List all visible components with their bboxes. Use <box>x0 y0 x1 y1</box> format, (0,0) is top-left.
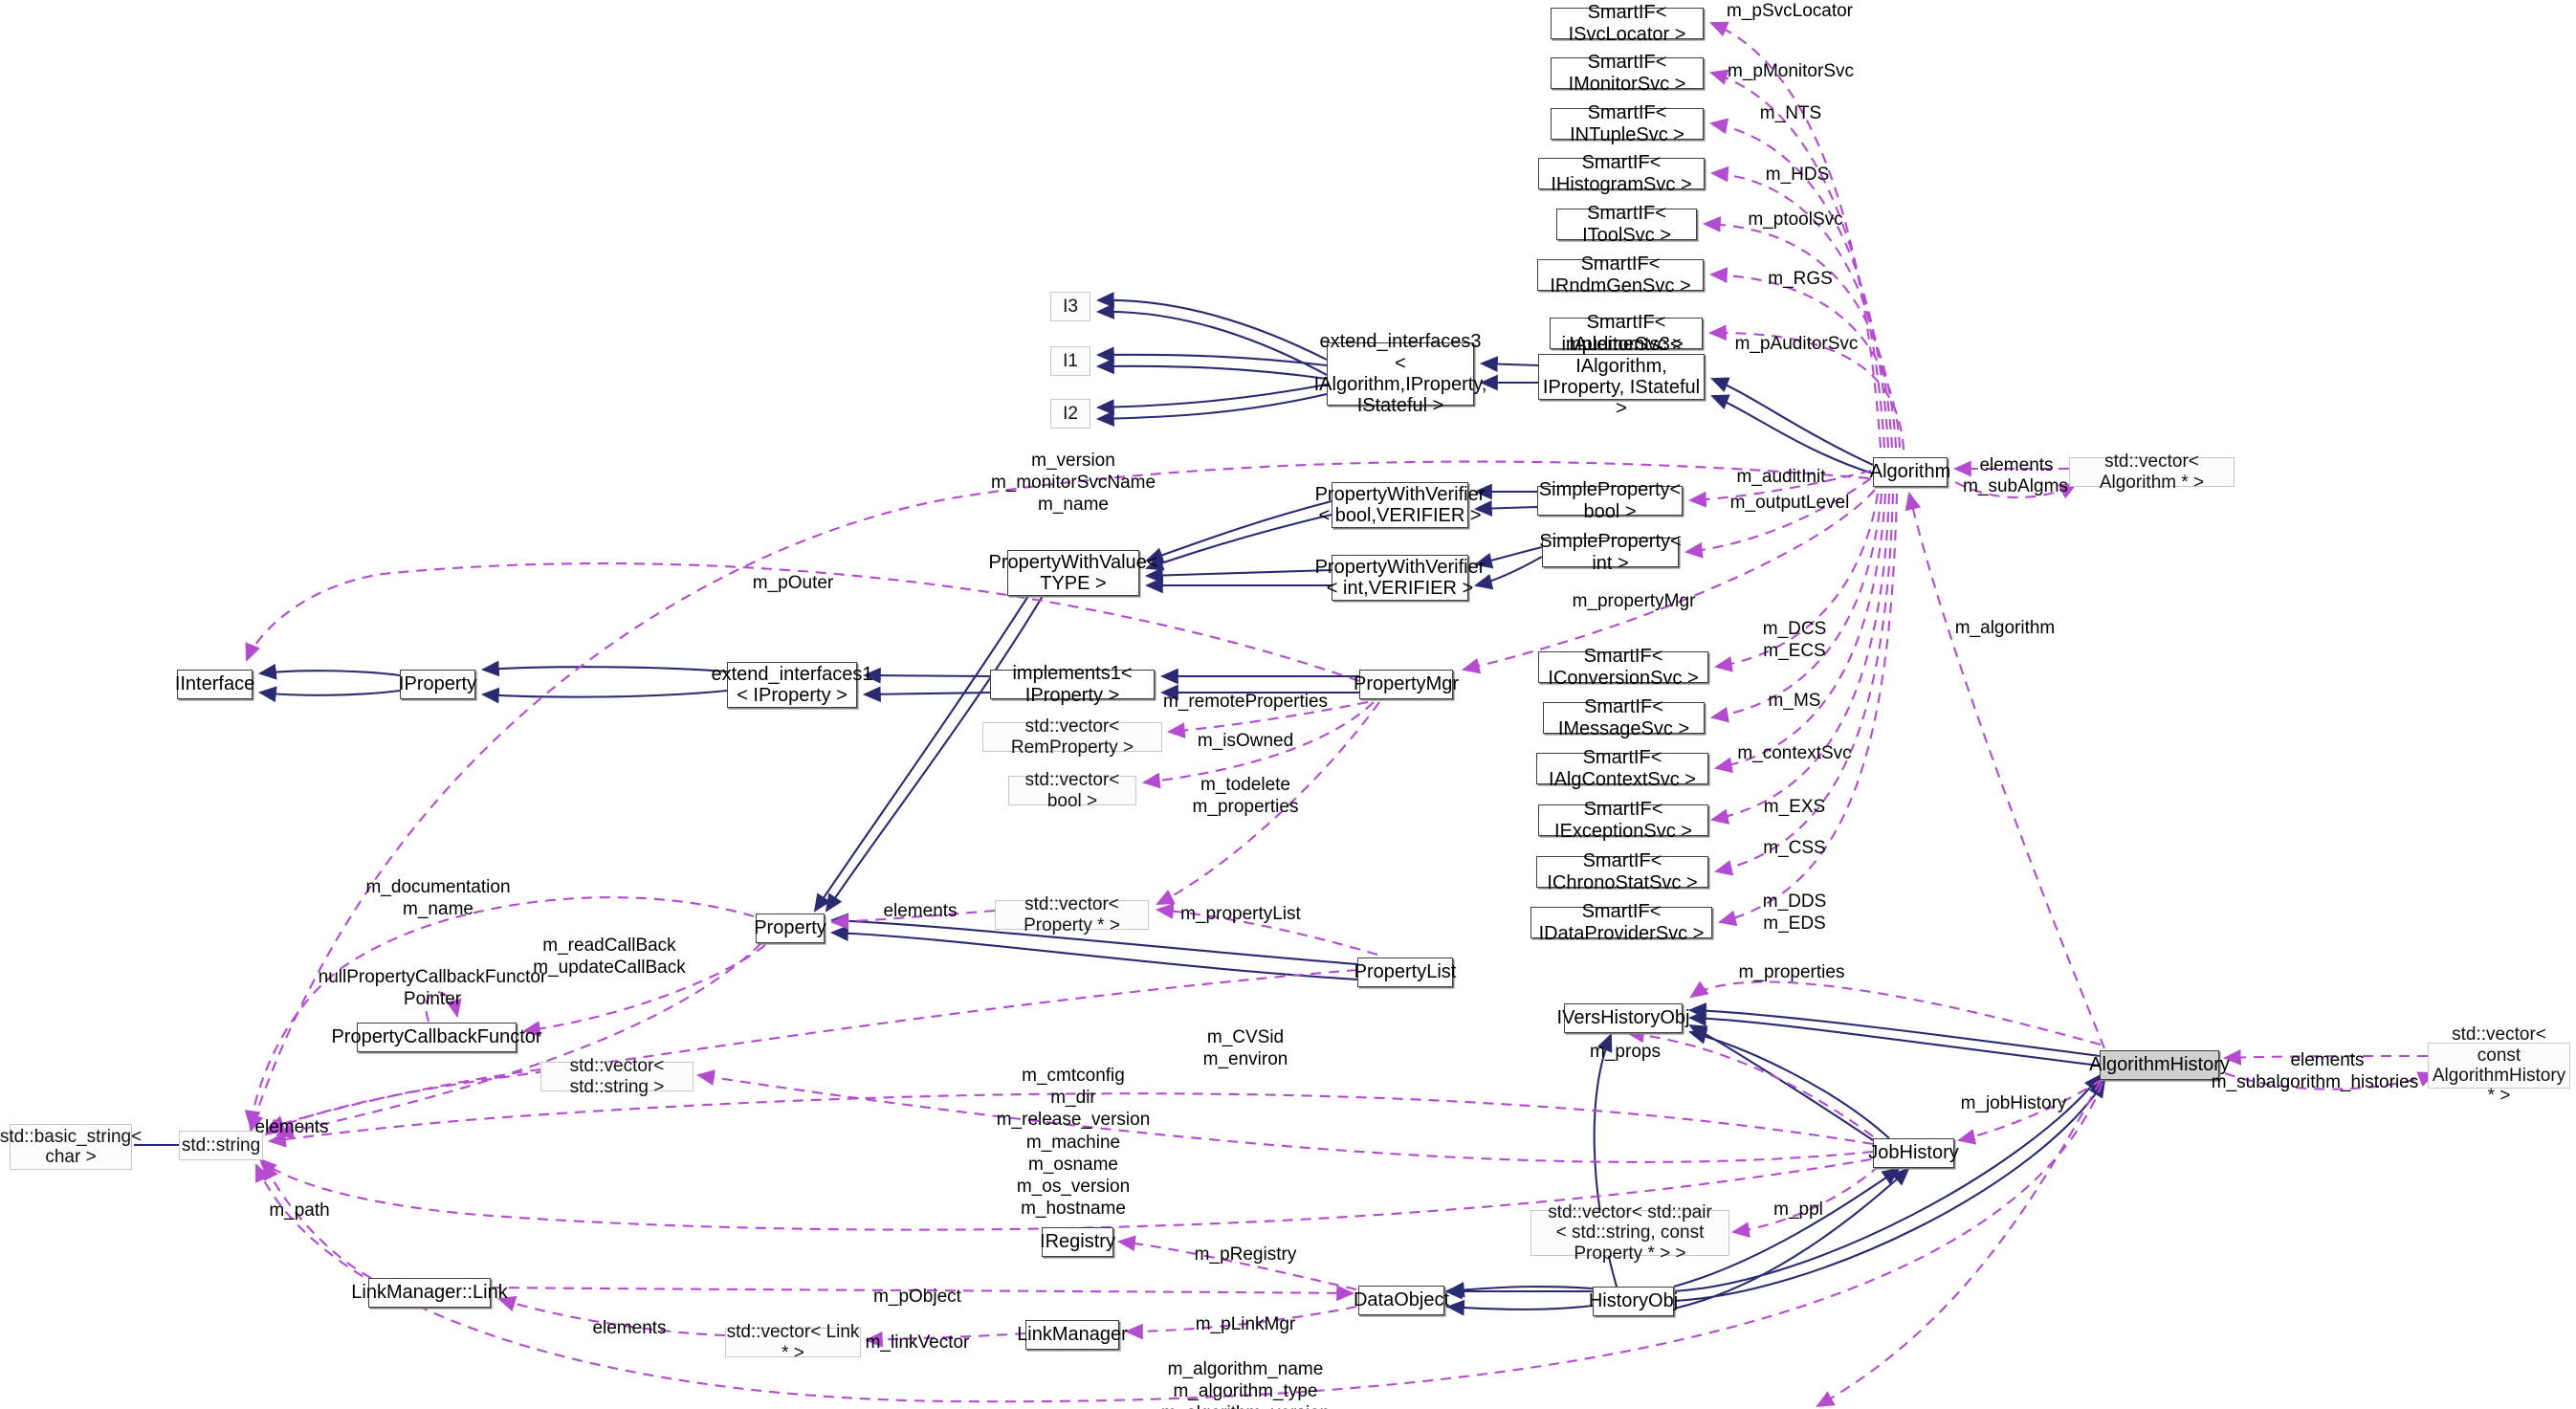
node-iversihistoryobj[interactable]: IVersHistoryObj <box>1557 1003 1689 1033</box>
node-smartif_ichronostatsvc[interactable]: SmartIF< IChronoStatSvc > <box>1536 850 1708 893</box>
edge-label-nullPropertyCallback: nullPropertyCallbackFunctor Pointer <box>318 967 547 1010</box>
node-implements3[interactable]: implements3< IAlgorithm, IProperty, ISta… <box>1538 334 1705 419</box>
node-linkmanager_link[interactable]: LinkManager::Link <box>351 1278 508 1308</box>
node-property[interactable]: Property <box>754 914 826 943</box>
node-dataobject[interactable]: DataObject <box>1354 1286 1449 1315</box>
edge-label-elements_string: elements <box>254 1117 329 1137</box>
edge-label-m_NTS: m_NTS <box>1759 103 1822 123</box>
node-i2[interactable]: I2 <box>1050 399 1090 429</box>
edge-label-m_propertyList: m_propertyList <box>1180 904 1301 924</box>
edge-label-m_documentation: m_documentation m_name <box>365 877 511 920</box>
node-propertywithvalue[interactable]: PropertyWithValue< TYPE > <box>988 550 1158 596</box>
node-smartif_intuplesvc[interactable]: SmartIF< INTupleSvc > <box>1551 102 1704 145</box>
edge-label-m_RGS: m_RGS <box>1768 269 1833 289</box>
node-propertycallbackfunctor[interactable]: PropertyCallbackFunctor <box>331 1023 542 1052</box>
edge-label-m_algorithm_grp: m_algorithm_name m_algorithm_type m_algo… <box>1161 1359 1330 1409</box>
node-i1[interactable]: I1 <box>1050 346 1090 376</box>
node-smartif_imonitorsvc[interactable]: SmartIF< IMonitorSvc > <box>1551 52 1704 95</box>
node-linkmanager[interactable]: LinkManager <box>1017 1320 1128 1350</box>
node-extend_interfaces3[interactable]: extend_interfaces3 < IAlgorithm,IPropert… <box>1313 331 1487 417</box>
node-algorithm[interactable]: Algorithm <box>1870 457 1950 487</box>
node-smartif_ialgcontextsvc[interactable]: SmartIF< IAlgContextSvc > <box>1536 747 1708 790</box>
edge-label-m_ppl: m_ppl <box>1773 1200 1823 1220</box>
node-smartif_irndmgensvc[interactable]: SmartIF< IRndmGenSvc > <box>1537 253 1704 297</box>
edge-label-m_todelete_props: m_todelete m_properties <box>1192 775 1299 818</box>
node-smartif_ihistogramsvc[interactable]: SmartIF< IHistogramSvc > <box>1538 152 1705 195</box>
edge-label-m_pSvcLocator: m_pSvcLocator <box>1726 1 1854 21</box>
node-smartif_iauditorsvc[interactable]: SmartIF< IAuditorSvc > <box>1550 312 1703 355</box>
edge-label-m_subalgorithm_histories: m_subalgorithm_histories <box>2211 1072 2419 1092</box>
node-propertylist[interactable]: PropertyList <box>1354 958 1456 987</box>
node-smartif_iconversionsvc[interactable]: SmartIF< IConversionSvc > <box>1538 646 1708 689</box>
edge-label-m_jobHistory: m_jobHistory <box>1960 1093 2067 1113</box>
node-iproperty[interactable]: IProperty <box>399 670 476 699</box>
node-propertywithverifier_int[interactable]: PropertyWithVerifier < int,VERIFIER > <box>1314 555 1486 601</box>
node-simpleproperty_bool[interactable]: SimpleProperty< bool > <box>1537 479 1683 522</box>
edge-label-m_version_grp: m_version m_monitorSvcName m_name <box>990 451 1156 516</box>
edge-label-m_pMonitorSvc: m_pMonitorSvc <box>1728 61 1854 81</box>
edge-label-m_subAlgms: m_subAlgms <box>1963 476 2068 496</box>
edge-label-m_props: m_props <box>1590 1042 1661 1062</box>
edge-label-m_isOwned: m_isOwned <box>1197 731 1294 751</box>
edge-label-m_pAuditorSvc: m_pAuditorSvc <box>1734 334 1859 354</box>
edge-label-m_pObject: m_pObject <box>873 1287 961 1307</box>
node-vector_string[interactable]: std::vector< std::string > <box>540 1056 694 1097</box>
node-smartif_itoolsvc[interactable]: SmartIF< IToolSvc > <box>1556 203 1697 246</box>
node-i3[interactable]: I3 <box>1050 292 1090 321</box>
edge-label-m_ptoolSvc: m_ptoolSvc <box>1748 209 1843 230</box>
node-implements1[interactable]: implements1< IProperty > <box>990 663 1155 706</box>
node-smartif_idataprovidersvc[interactable]: SmartIF< IDataProviderSvc > <box>1530 901 1712 944</box>
node-vector_const_algorithmhistory[interactable]: std::vector< const AlgorithmHistory * > <box>2428 1024 2570 1106</box>
edge-label-m_auditInit: m_auditInit <box>1736 467 1826 487</box>
node-jobhistory[interactable]: JobHistory <box>1868 1138 1959 1168</box>
edge-label-m_pRegistry: m_pRegistry <box>1194 1244 1297 1265</box>
edge-label-m_pOuter: m_pOuter <box>752 573 834 593</box>
node-algorithmhistory[interactable]: AlgorithmHistory <box>2089 1050 2230 1080</box>
edge-label-elements_alg: elements <box>1979 455 2054 475</box>
edge-label-m_readCallBack: m_readCallBack m_updateCallBack <box>533 936 686 979</box>
edge-label-m_DDS_EDS: m_DDS m_EDS <box>1762 892 1827 935</box>
node-vector_bool[interactable]: std::vector< bool > <box>1008 770 1136 811</box>
node-propertymgr[interactable]: PropertyMgr <box>1354 670 1459 699</box>
edge-label-m_contextSvc: m_contextSvc <box>1737 743 1852 763</box>
edge-label-m_outputLevel: m_outputLevel <box>1729 493 1850 513</box>
edge-label-m_remoteProperties: m_remoteProperties <box>1162 692 1329 712</box>
node-iregistry[interactable]: IRegistry <box>1040 1227 1115 1257</box>
node-simpleproperty_int[interactable]: SimpleProperty< int > <box>1539 531 1682 574</box>
node-basic_string[interactable]: std::basic_string< char > <box>0 1124 142 1170</box>
node-vector_link_ptr[interactable]: std::vector< Link * > <box>725 1322 861 1363</box>
edge-label-m_pLinkMgr: m_pLinkMgr <box>1195 1314 1296 1334</box>
node-vector_property_ptr[interactable]: std::vector< Property * > <box>995 894 1149 936</box>
node-smartif_isvclocator[interactable]: SmartIF< ISvcLocator > <box>1551 2 1704 45</box>
node-extend_interfaces1[interactable]: extend_interfaces1 < IProperty > <box>711 662 873 708</box>
edge-label-m_linkVector: m_linkVector <box>865 1332 970 1353</box>
edge-label-m_algorithm: m_algorithm <box>1954 618 2056 638</box>
node-std_string[interactable]: std::string <box>179 1131 263 1160</box>
edge-label-m_EXS: m_EXS <box>1763 797 1826 817</box>
edge-label-m_CSS: m_CSS <box>1763 838 1826 858</box>
edge-label-m_MS: m_MS <box>1768 691 1821 711</box>
edge-label-m_DCS_ECS: m_DCS m_ECS <box>1762 619 1827 662</box>
edge-label-elements_ah: elements <box>2290 1050 2365 1070</box>
edge-label-m_properties_ah: m_properties <box>1738 962 1845 982</box>
edge-label-elements_prop: elements <box>883 901 958 921</box>
edge-label-m_cmtconfig_grp: m_cmtconfig m_dir m_release_version m_ma… <box>996 1066 1151 1220</box>
node-vector_pair[interactable]: std::vector< std::pair < std::string, co… <box>1530 1202 1729 1264</box>
edge-label-m_HDS: m_HDS <box>1765 165 1830 185</box>
node-smartif_iexceptionsvc[interactable]: SmartIF< IExceptionSvc > <box>1538 799 1708 842</box>
edge-label-m_path: m_path <box>269 1200 330 1221</box>
edge-label-m_propertyMgr: m_propertyMgr <box>1572 591 1696 611</box>
node-vector_algorithm_ptr[interactable]: std::vector< Algorithm * > <box>2069 451 2235 493</box>
node-iinterface[interactable]: IInterface <box>175 670 254 699</box>
node-vector_remproperty[interactable]: std::vector< RemProperty > <box>982 716 1162 758</box>
edge-label-elements_link: elements <box>592 1318 667 1338</box>
edge-label-m_CVSid_environ: m_CVSid m_environ <box>1202 1027 1288 1070</box>
node-historyobj[interactable]: HistoryObj <box>1589 1287 1678 1316</box>
node-propertywithverifier_bool[interactable]: PropertyWithVerifier < bool,VERIFIER > <box>1314 482 1486 528</box>
node-smartif_imessagesvc[interactable]: SmartIF< IMessageSvc > <box>1543 696 1705 739</box>
